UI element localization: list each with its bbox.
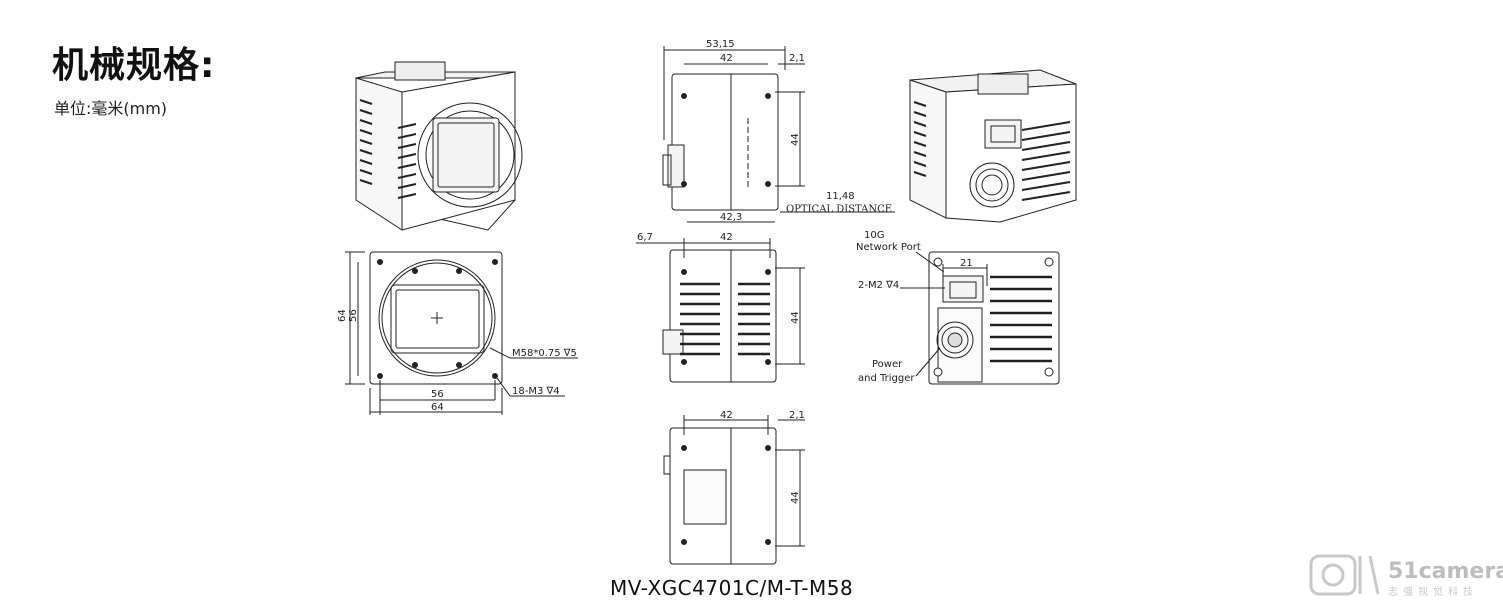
front-view bbox=[345, 251, 578, 415]
rear-view bbox=[900, 251, 1060, 385]
top-view bbox=[662, 46, 895, 223]
iso-front-fins bbox=[359, 99, 417, 199]
unit-label: 单位:毫米(mm) bbox=[54, 99, 168, 118]
iso-rear-view bbox=[909, 69, 1077, 223]
iso-front-view bbox=[355, 61, 523, 231]
page-title: 机械规格: bbox=[52, 45, 216, 86]
watermark-logo-icon bbox=[1309, 554, 1380, 596]
bottom-view bbox=[663, 415, 805, 565]
model-number: MV-XGC4701C/M-T-M58 bbox=[610, 576, 854, 600]
front-holes bbox=[377, 259, 498, 379]
side-view bbox=[636, 238, 805, 383]
